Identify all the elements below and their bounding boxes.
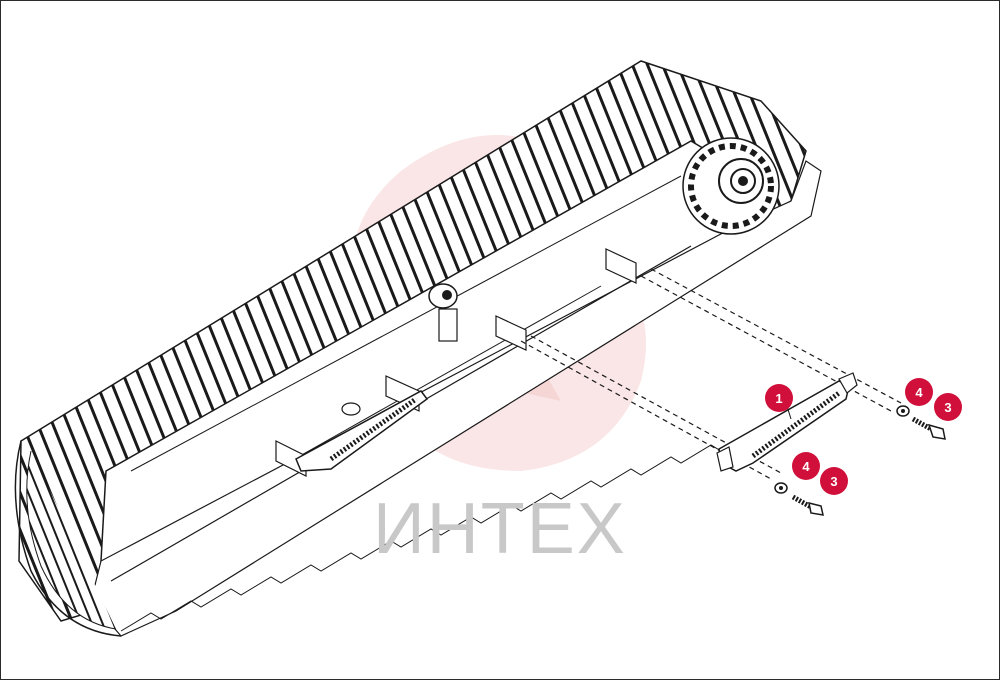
callout-3-lower: 3	[820, 467, 848, 495]
track-belt	[14, 60, 822, 637]
installed-track-guard	[295, 390, 429, 472]
callout-3-upper: 3	[934, 393, 962, 421]
callout-4-upper: 4	[905, 378, 933, 406]
idler-roller	[428, 283, 458, 342]
washer-upper	[896, 405, 910, 417]
bolt-lower	[791, 494, 824, 516]
watermark-text: ИНТЕХ	[373, 489, 627, 569]
bolt-upper	[911, 416, 946, 440]
svg-text:1: 1	[775, 391, 782, 406]
washer-lower	[774, 482, 788, 494]
callout-4-lower: 4	[792, 452, 820, 480]
drive-sprocket	[682, 137, 780, 235]
svg-text:4: 4	[802, 459, 810, 474]
svg-text:3: 3	[944, 400, 951, 415]
callout-1: 1	[765, 384, 793, 412]
svg-text:4: 4	[915, 385, 923, 400]
track-guard-part	[716, 372, 858, 472]
svg-text:3: 3	[830, 474, 837, 489]
